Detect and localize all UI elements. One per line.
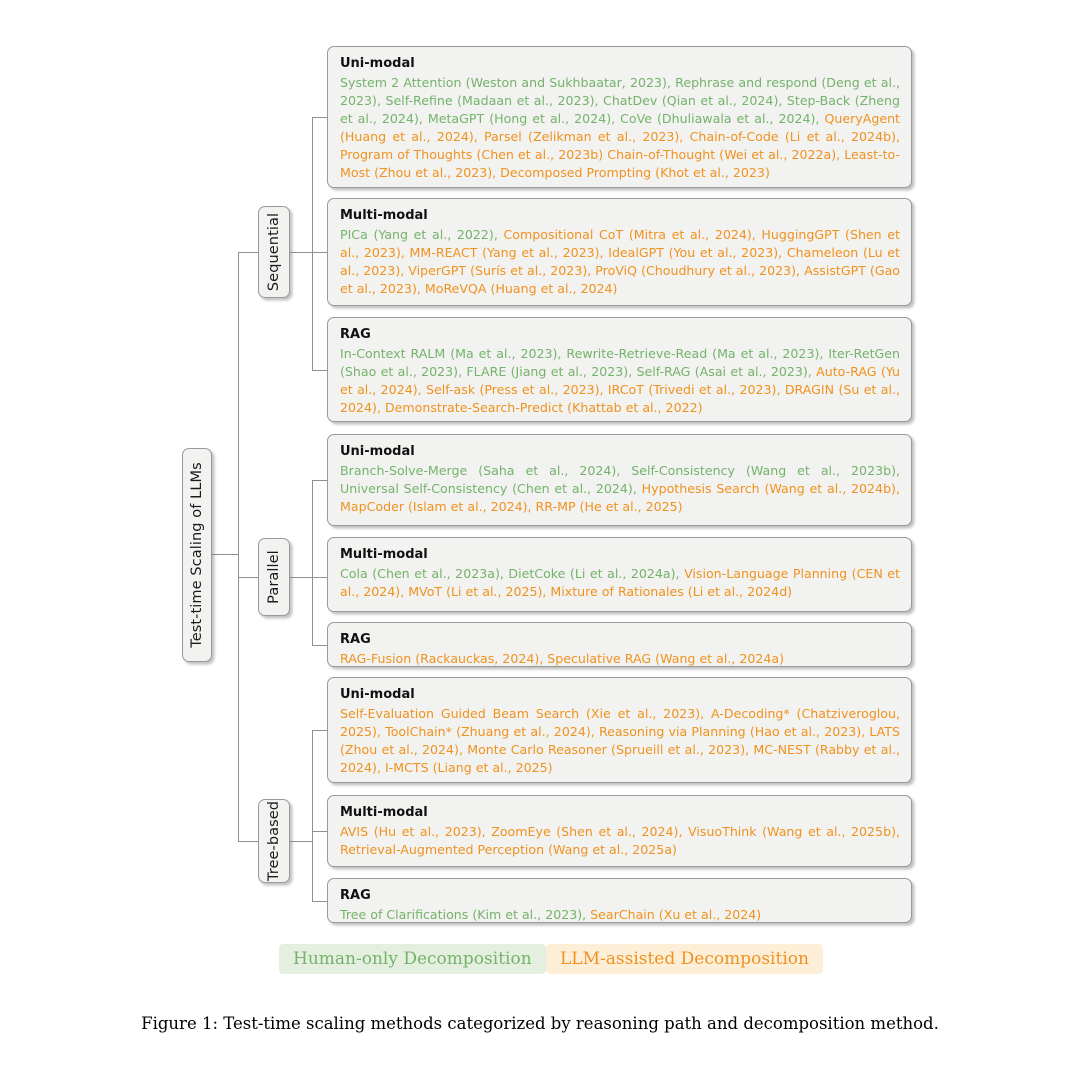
legend-item-human-only: Human-only Decomposition bbox=[279, 944, 546, 974]
leaf-body: RAG-Fusion (Rackauckas, 2024), Speculati… bbox=[340, 650, 900, 668]
leaf-body: Cola (Chen et al., 2023a), DietCoke (Li … bbox=[340, 565, 900, 601]
branch-node-parallel[interactable]: Parallel bbox=[258, 538, 290, 616]
connector-branch-tree-based bbox=[238, 841, 259, 842]
leaf-title: Uni-modal bbox=[340, 56, 415, 71]
connector-tree-based-stub bbox=[290, 841, 312, 842]
leaf-box-tree-based-rag[interactable]: RAG Tree of Clarifications (Kim et al., … bbox=[327, 878, 912, 923]
leaf-title: RAG bbox=[340, 327, 371, 342]
root-node[interactable]: Test-time Scaling of LLMs bbox=[182, 448, 212, 662]
llm-assisted-text: Compositional CoT (Mitra et al., 2024), … bbox=[340, 227, 900, 296]
connector-tree-based-leaf-2 bbox=[312, 831, 328, 832]
connector-parallel-leaf-2 bbox=[312, 577, 328, 578]
leaf-title: Uni-modal bbox=[340, 444, 415, 459]
llm-assisted-text: Self-Evaluation Guided Beam Search (Xie … bbox=[340, 706, 900, 775]
connector-parallel-stub bbox=[290, 577, 312, 578]
branch-node-label-tree-based: Tree-based bbox=[266, 800, 282, 882]
branch-node-label-sequential: Sequential bbox=[266, 212, 283, 292]
human-only-text: PICa (Yang et al., 2022), bbox=[340, 227, 504, 243]
leaf-title: Multi-modal bbox=[340, 805, 428, 820]
llm-assisted-text: Vision-Language Planning (CEN et al., 20… bbox=[340, 566, 900, 600]
root-node-label: Test-time Scaling of LLMs bbox=[189, 462, 205, 648]
connector-branch-sequential bbox=[238, 252, 259, 253]
connector-sequential-leaf-1 bbox=[312, 117, 328, 118]
leaf-body: PICa (Yang et al., 2022), Compositional … bbox=[340, 226, 900, 298]
connector-sequential-leaf-3 bbox=[312, 370, 328, 371]
branch-node-sequential[interactable]: Sequential bbox=[258, 206, 290, 298]
leaf-body: Branch-Solve-Merge (Saha et al., 2024), … bbox=[340, 462, 900, 516]
leaf-box-parallel-rag[interactable]: RAG RAG-Fusion (Rackauckas, 2024), Specu… bbox=[327, 622, 912, 667]
leaf-title: Multi-modal bbox=[340, 547, 428, 562]
leaf-box-parallel-uni-modal[interactable]: Uni-modal Branch-Solve-Merge (Saha et al… bbox=[327, 434, 912, 526]
connector-branch-parallel bbox=[238, 577, 259, 578]
llm-assisted-text: SearChain (Xu et al., 2024) bbox=[590, 907, 762, 923]
human-only-text: Branch-Solve-Merge (Saha et al., 2024), … bbox=[340, 463, 900, 497]
human-only-text: System 2 Attention (Weston and Sukhbaata… bbox=[340, 75, 900, 126]
connector-parallel-bus bbox=[312, 480, 313, 645]
branch-node-label-parallel: Parallel bbox=[266, 550, 283, 604]
leaf-box-sequential-rag[interactable]: RAG In-Context RALM (Ma et al., 2023), R… bbox=[327, 317, 912, 422]
connector-tree-based-leaf-1 bbox=[312, 730, 328, 731]
leaf-body: Tree of Clarifications (Kim et al., 2023… bbox=[340, 906, 900, 924]
leaf-box-tree-based-uni-modal[interactable]: Uni-modal Self-Evaluation Guided Beam Se… bbox=[327, 677, 912, 783]
llm-assisted-text: RAG-Fusion (Rackauckas, 2024), Speculati… bbox=[340, 651, 785, 667]
leaf-title: RAG bbox=[340, 888, 371, 903]
connector-tree-based-leaf-3 bbox=[312, 901, 328, 902]
leaf-body: Self-Evaluation Guided Beam Search (Xie … bbox=[340, 705, 900, 777]
leaf-box-sequential-uni-modal[interactable]: Uni-modal System 2 Attention (Weston and… bbox=[327, 46, 912, 188]
llm-assisted-text: QueryAgent (Huang et al., 2024), Parsel … bbox=[340, 111, 900, 180]
leaf-title: Multi-modal bbox=[340, 208, 428, 223]
human-only-text: Cola (Chen et al., 2023a), DietCoke (Li … bbox=[340, 566, 685, 582]
connector-main-bus bbox=[238, 252, 239, 841]
llm-assisted-text: Hypothesis Search (Wang et al., 2024b), … bbox=[340, 481, 900, 514]
branch-node-tree-based[interactable]: Tree-based bbox=[258, 799, 290, 883]
leaf-box-sequential-multi-modal[interactable]: Multi-modal PICa (Yang et al., 2022), Co… bbox=[327, 198, 912, 306]
leaf-body: AVIS (Hu et al., 2023), ZoomEye (Shen et… bbox=[340, 823, 900, 859]
human-only-text: In-Context RALM (Ma et al., 2023), Rewri… bbox=[340, 346, 900, 380]
leaf-title: RAG bbox=[340, 632, 371, 647]
connector-tree-based-bus bbox=[312, 730, 313, 901]
leaf-body: System 2 Attention (Weston and Sukhbaata… bbox=[340, 74, 900, 181]
connector-parallel-leaf-1 bbox=[312, 480, 328, 481]
connector-root-stub bbox=[212, 554, 238, 555]
leaf-box-parallel-multi-modal[interactable]: Multi-modal Cola (Chen et al., 2023a), D… bbox=[327, 537, 912, 612]
llm-assisted-text: Auto-RAG (Yu et al., 2024), Self-ask (Pr… bbox=[340, 364, 900, 415]
figure-caption: Figure 1: Test-time scaling methods cate… bbox=[141, 1014, 939, 1033]
leaf-box-tree-based-multi-modal[interactable]: Multi-modal AVIS (Hu et al., 2023), Zoom… bbox=[327, 795, 912, 867]
connector-parallel-leaf-3 bbox=[312, 645, 328, 646]
connector-sequential-leaf-2 bbox=[312, 252, 328, 253]
leaf-title: Uni-modal bbox=[340, 687, 415, 702]
leaf-body: In-Context RALM (Ma et al., 2023), Rewri… bbox=[340, 345, 900, 417]
connector-sequential-bus bbox=[312, 117, 313, 370]
legend: Human-only Decomposition LLM-assisted De… bbox=[0, 944, 1080, 978]
llm-assisted-text: AVIS (Hu et al., 2023), ZoomEye (Shen et… bbox=[340, 824, 900, 858]
human-only-text: Tree of Clarifications (Kim et al., 2023… bbox=[340, 907, 591, 923]
legend-item-llm-assisted: LLM-assisted Decomposition bbox=[546, 944, 823, 974]
connector-sequential-stub bbox=[290, 252, 312, 253]
